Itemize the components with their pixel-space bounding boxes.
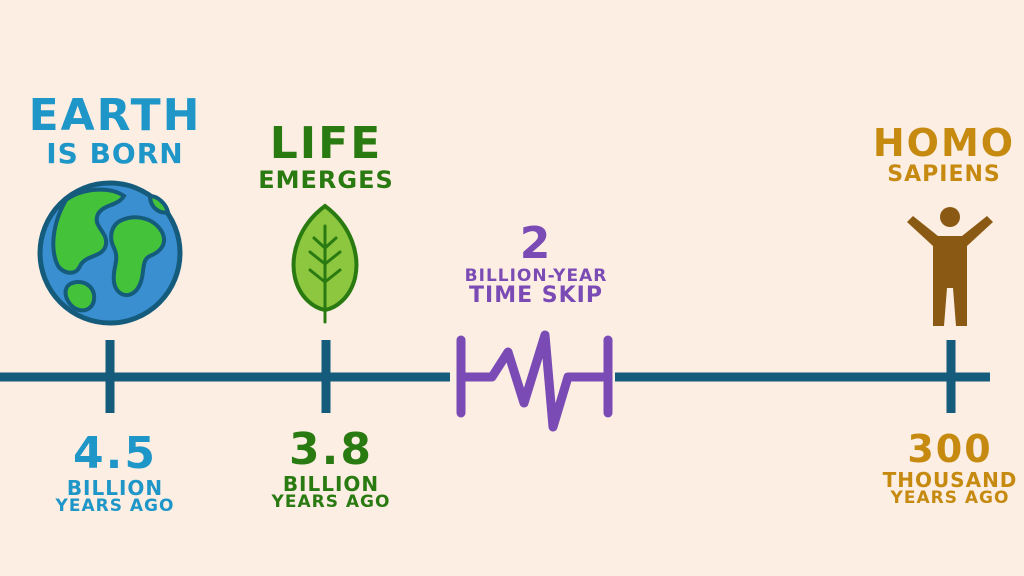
human-time: 300 THOUSAND YEARS AGO xyxy=(880,430,1020,507)
life-time-unit-line2: YEARS AGO xyxy=(271,492,391,512)
life-title-line1: LIFE xyxy=(269,118,383,169)
zigzag-break-icon xyxy=(450,330,615,432)
human-title-line1: HOMO xyxy=(872,121,1016,165)
earth-time-unit-line2: YEARS AGO xyxy=(55,496,175,516)
skip-value: 2 xyxy=(519,218,553,269)
earth-globe-icon xyxy=(37,180,183,326)
human-time-unit-line2: YEARS AGO xyxy=(890,488,1010,508)
person-arms-raised-icon xyxy=(907,207,993,326)
life-time: 3.8 BILLION YEARS AGO xyxy=(256,428,406,511)
earth-title-line1: EARTH xyxy=(28,90,202,141)
event-life: LIFE EMERGES xyxy=(236,118,416,194)
life-time-value: 3.8 xyxy=(289,424,373,475)
leaf-icon xyxy=(291,203,359,324)
event-earth: EARTH IS BORN xyxy=(20,94,210,168)
life-title-line2: EMERGES xyxy=(258,166,394,194)
earth-title-line2: IS BORN xyxy=(46,137,184,170)
time-skip-label: 2 BILLION-YEAR TIME SKIP xyxy=(436,222,636,307)
earth-time: 4.5 BILLION YEARS AGO xyxy=(40,432,190,515)
skip-line1: BILLION-YEAR xyxy=(464,266,608,286)
human-time-value: 300 xyxy=(907,427,993,471)
human-time-unit-line1: THOUSAND xyxy=(882,468,1018,492)
life-time-unit-line1: BILLION xyxy=(282,472,380,496)
event-human: HOMO SAPIENS xyxy=(864,124,1024,186)
skip-line2: TIME SKIP xyxy=(469,283,603,308)
earth-time-unit-line1: BILLION xyxy=(66,476,164,500)
earth-time-value: 4.5 xyxy=(73,428,157,479)
human-title-line2: SAPIENS xyxy=(887,162,1001,187)
